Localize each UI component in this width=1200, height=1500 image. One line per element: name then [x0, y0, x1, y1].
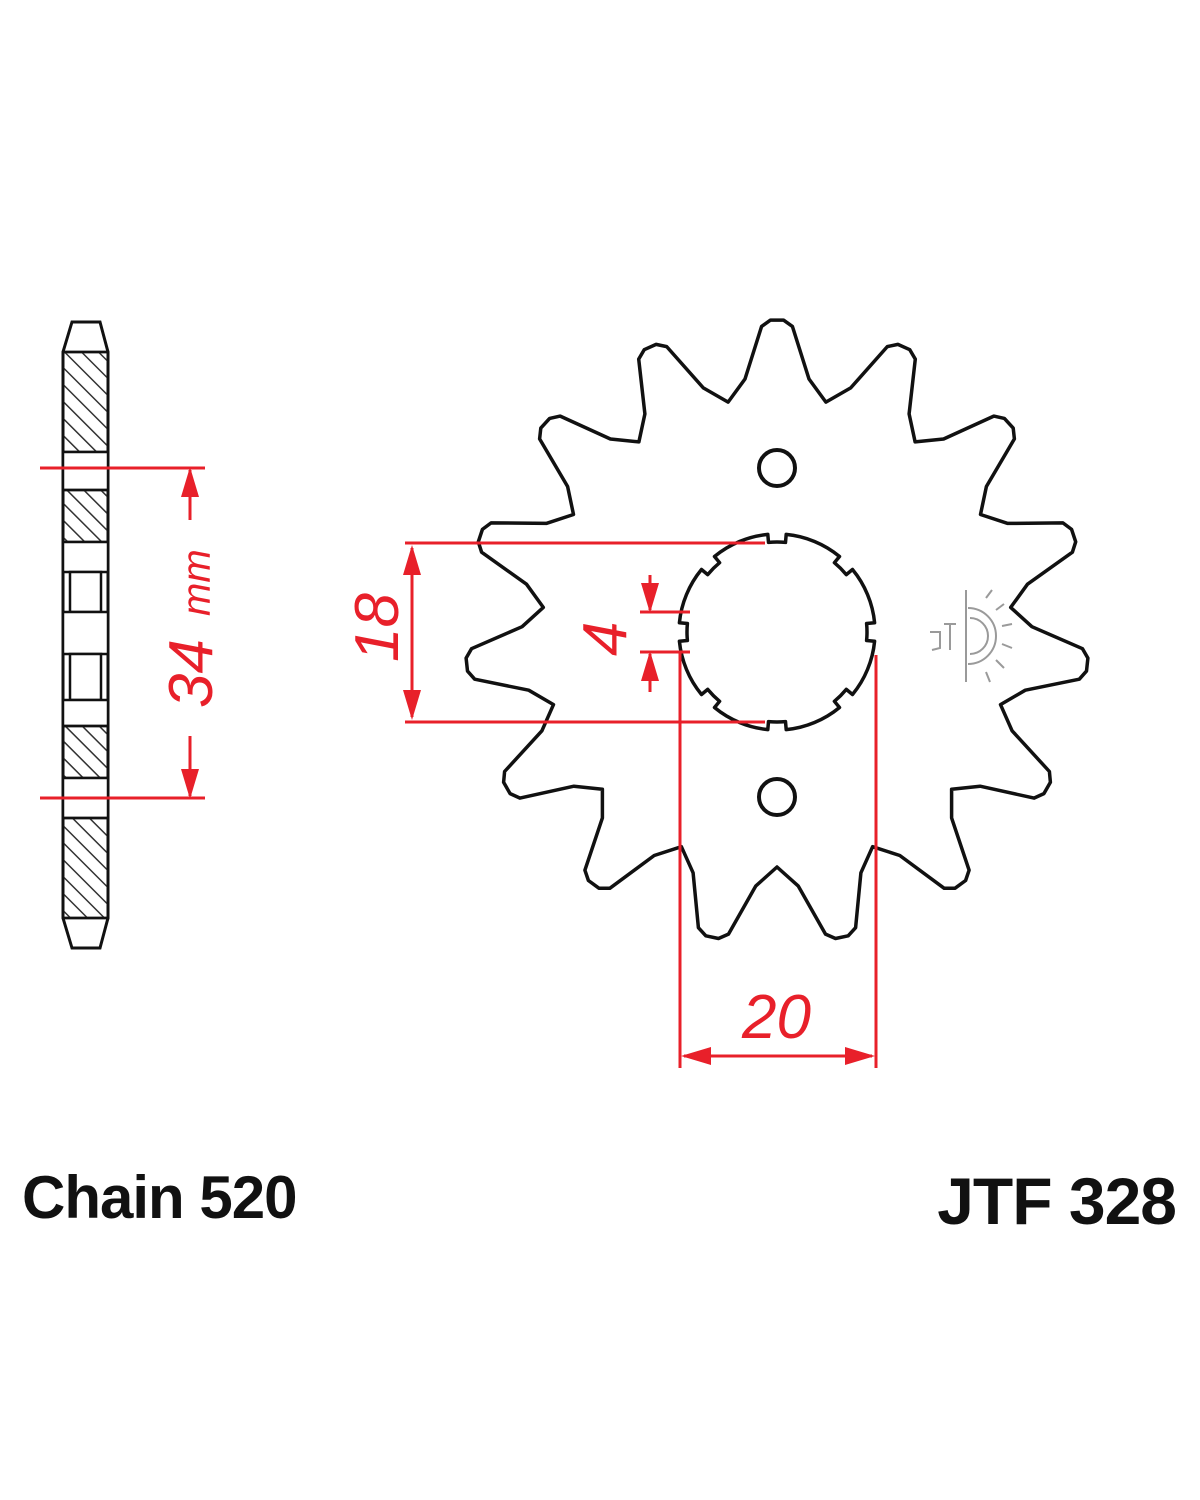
- spline-key-dimension: 4: [571, 575, 690, 692]
- spline-width-label: 20: [741, 983, 811, 1052]
- mounting-hole-bottom: [757, 777, 797, 817]
- offset-unit-label: mm: [175, 549, 219, 616]
- hatched-section-top: [61, 350, 110, 454]
- offset-value-label: 34: [157, 639, 226, 708]
- spline-major-dimension: 18: [343, 541, 765, 724]
- hatched-section-lower-hub: [61, 724, 110, 780]
- hatched-section-upper-hub: [61, 488, 110, 544]
- jt-sun-logo-icon: [930, 589, 1013, 683]
- spline-key-label: 4: [571, 622, 640, 656]
- chain-size-label: Chain 520: [22, 1164, 297, 1231]
- splined-bore: [677, 532, 877, 732]
- sprocket-front-view: [464, 318, 1090, 941]
- bore-section: [68, 570, 103, 614]
- side-profile-view: [61, 320, 110, 950]
- part-number-label: JTF 328: [937, 1164, 1177, 1238]
- spline-width-dimension: 20: [678, 652, 878, 1068]
- offset-dimension: 34 mm: [40, 466, 226, 800]
- mounting-hole-top: [757, 448, 797, 488]
- hatched-section-bottom: [61, 816, 110, 920]
- spline-major-label: 18: [343, 593, 412, 662]
